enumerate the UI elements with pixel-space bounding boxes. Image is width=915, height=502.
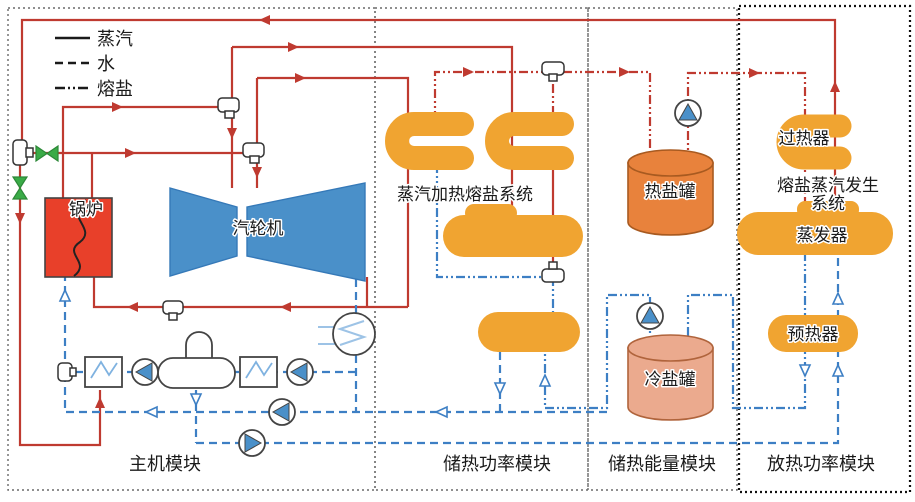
module-label-discharge-power: 放热功率模块: [767, 454, 875, 475]
arrow: [798, 364, 812, 378]
evaporator-label: 蒸发器: [797, 226, 848, 246]
feedwater-heaters: [84, 356, 278, 388]
pipe-boiler-to-t1: [61, 105, 228, 198]
arrow: [252, 167, 262, 178]
superheater-label: 过热器: [779, 129, 830, 149]
evaporator-shape: [737, 212, 893, 255]
pipe-left-extraction: [18, 158, 102, 447]
deaerator-dome: [185, 331, 213, 358]
module-label-main: 主机模块: [129, 454, 201, 475]
tee-left-main: [12, 139, 34, 166]
module-box-main: [7, 7, 376, 491]
salt-preheat-pill: [478, 312, 580, 352]
tee-salt-top: [541, 61, 565, 82]
turbine-lp-section: [246, 182, 366, 282]
tee-feedwater: [57, 362, 77, 382]
arrow: [619, 67, 630, 77]
arrow: [112, 102, 123, 112]
pipe-fittings: [12, 61, 565, 382]
condensate-pump: [268, 398, 296, 426]
feed-pump-1: [131, 358, 159, 386]
superheater-shape: [776, 114, 852, 170]
legend-label-steam: 蒸汽: [97, 29, 133, 50]
condenser-coil: [336, 320, 368, 346]
steam-salt-heater-label: 蒸汽加热熔盐系统: [397, 185, 533, 205]
component-labels: 锅炉 汽轮机 蒸汽加热熔盐系统 热盐罐 冷盐罐 过热器 熔盐蒸汽发生 系统 蒸发…: [68, 128, 881, 392]
arrow: [15, 213, 25, 224]
salt-drum: [443, 215, 583, 257]
arrow: [189, 393, 203, 407]
arrow: [280, 302, 291, 312]
module-label-charge-power: 储热功率模块: [443, 454, 551, 475]
water-lines: [63, 255, 840, 445]
arrow: [58, 288, 72, 302]
salt-to-heater1: [435, 168, 553, 279]
arrow: [830, 81, 840, 92]
arrow: [144, 405, 158, 419]
feedwater-heater-1: [84, 356, 123, 388]
hot-tank-top: [627, 149, 714, 177]
arrow: [295, 73, 306, 83]
preheater-label: 预热器: [788, 325, 839, 345]
salt-steam-gen-label-1: 熔盐蒸汽发生: [777, 176, 879, 196]
module-box-charge-power: [374, 7, 589, 491]
arrow: [463, 67, 474, 77]
arrow: [831, 291, 845, 305]
tee-salt-mid: [541, 261, 565, 283]
module-label-storage-energy: 储热能量模块: [608, 454, 716, 475]
steam-salt-heater-1: [385, 112, 474, 170]
tee-condensate: [162, 300, 184, 321]
preheater-shape: [768, 315, 858, 352]
arrow: [538, 373, 552, 387]
arrow: [95, 397, 105, 408]
valve-vertical: [11, 176, 29, 200]
arrow: [259, 15, 270, 25]
boiler-coil: [73, 199, 87, 277]
turbine-label: 汽轮机: [233, 219, 284, 239]
deaerator: [157, 331, 236, 389]
boiler: [44, 197, 113, 278]
pumps: [131, 99, 702, 457]
legend: 蒸汽 水 熔盐: [55, 29, 133, 100]
valve-horizontal: [35, 144, 59, 163]
salt-steam-gen-label-2: 系统: [811, 194, 845, 214]
cold-salt-pump: [636, 302, 664, 330]
module-labels: 主机模块 储热功率模块 储热能量模块 放热功率模块: [129, 454, 875, 475]
feedwater-heater-2: [239, 356, 278, 388]
pipe-condensate-main: [92, 277, 408, 309]
module-box-storage-energy: [587, 7, 738, 491]
boiler-label: 锅炉: [69, 200, 103, 220]
feed-pump-2: [286, 358, 314, 386]
tee-turbine-1: [217, 97, 240, 119]
hot-tank-label: 热盐罐: [645, 182, 696, 202]
hot-salt-tank: [627, 149, 714, 236]
valves: [11, 144, 59, 200]
arrow: [125, 148, 136, 158]
cold-salt-tank: [627, 334, 714, 421]
arrow: [831, 363, 845, 377]
arrow: [493, 382, 507, 396]
supply-pump: [238, 429, 266, 457]
arrow: [288, 42, 299, 52]
arrow: [749, 68, 760, 78]
turbine: [169, 182, 366, 282]
arrow: [227, 128, 237, 139]
module-box-discharge-power: [737, 4, 912, 494]
flow-arrows: [15, 15, 845, 419]
legend-label-salt: 熔盐: [97, 79, 133, 100]
condenser: [318, 312, 376, 356]
cold-tank-label: 冷盐罐: [645, 370, 696, 390]
turbine-hp-section: [169, 187, 238, 277]
legend-label-water: 水: [97, 54, 115, 75]
arrow: [127, 302, 138, 312]
hot-salt-pump: [674, 99, 702, 127]
orange-exchangers: [385, 112, 893, 352]
tee-turbine-2: [242, 142, 265, 164]
cold-tank-top: [627, 334, 714, 362]
pipe-steam-to-heater1: [257, 76, 410, 307]
steam-salt-heater-2: [485, 112, 574, 170]
module-borders: [7, 4, 912, 494]
arrow: [434, 405, 448, 419]
